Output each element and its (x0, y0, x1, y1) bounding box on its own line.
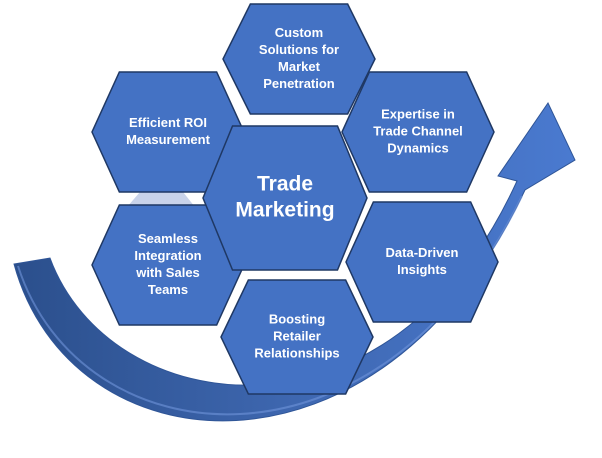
seamless-integration-label-line: Integration (134, 248, 201, 263)
trade-marketing-center-hexagon (202, 125, 368, 271)
data-driven-insights-hexagon (345, 201, 499, 323)
custom-solutions-hexagon (222, 3, 376, 115)
efficient-roi-label: Efficient ROI Measurement (126, 115, 210, 147)
expertise-trade-channel-label-line: Dynamics (387, 140, 448, 155)
boosting-retailer-label-line: Relationships (254, 345, 339, 360)
expertise-trade-channel-label-line: Trade Channel (373, 123, 463, 138)
efficient-roi-label-line: Efficient ROI (129, 115, 207, 130)
custom-solutions-label-line: Penetration (263, 76, 335, 91)
seamless-integration-label-line: Seamless (138, 231, 198, 246)
custom-solutions-label-line: Market (278, 59, 321, 74)
data-driven-insights-label-line: Data-Driven (386, 245, 459, 260)
expertise-trade-channel-hexagon (341, 71, 495, 193)
trade-marketing-center-label-line: Marketing (235, 199, 334, 222)
boosting-retailer-label-line: Boosting (269, 311, 325, 326)
seamless-integration-label-line: with Sales (135, 265, 200, 280)
custom-solutions-label-line: Solutions for (259, 42, 339, 57)
trade-marketing-center-label-line: Trade (257, 173, 313, 196)
boosting-retailer-hexagon (220, 279, 374, 395)
data-driven-insights-label-line: Insights (397, 262, 447, 277)
efficient-roi-label-line: Measurement (126, 132, 210, 147)
seamless-integration-label-line: Teams (148, 282, 188, 297)
hex-connector (127, 192, 195, 207)
expertise-trade-channel-label-line: Expertise in (381, 106, 455, 121)
custom-solutions-label-line: Custom (275, 25, 323, 40)
boosting-retailer-label-line: Retailer (273, 328, 321, 343)
curved-arrow-body (13, 101, 576, 422)
